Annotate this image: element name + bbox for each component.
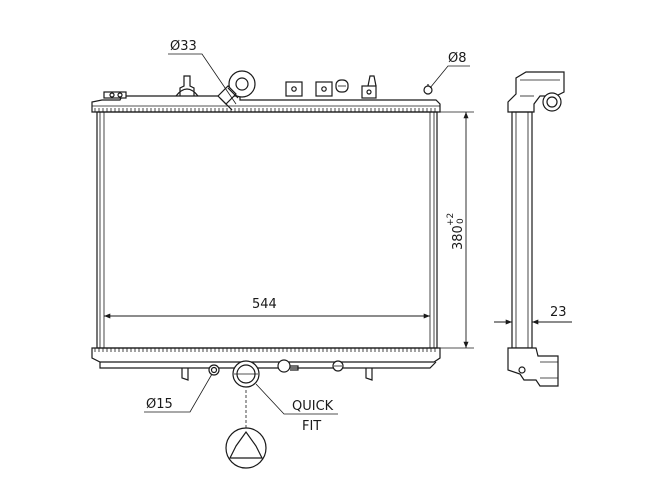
label-diameter-33: Ø33 [170, 39, 197, 54]
label-height-tol-plus: +2 [446, 213, 456, 226]
label-height: 380 [451, 225, 466, 250]
side-view [507, 71, 565, 387]
height-dimension [440, 111, 474, 349]
leader-lines [144, 53, 470, 415]
vent-fitting-8 [423, 84, 433, 95]
label-width: 544 [252, 297, 277, 312]
label-fit: FIT [302, 419, 321, 434]
radiator-core [96, 111, 438, 349]
quick-fit-clip-detail [225, 390, 267, 469]
label-diameter-8: Ø8 [448, 51, 467, 66]
label-height-group: 380 +2 0 [446, 213, 466, 250]
label-depth: 23 [550, 305, 567, 320]
front-view [91, 70, 441, 469]
bottom-tank [91, 347, 441, 388]
label-diameter-15: Ø15 [146, 397, 173, 412]
top-tank [91, 75, 441, 113]
label-height-tol-zero: 0 [456, 218, 466, 224]
inlet-fitting-33 [217, 70, 256, 111]
label-quick: QUICK [292, 399, 334, 414]
